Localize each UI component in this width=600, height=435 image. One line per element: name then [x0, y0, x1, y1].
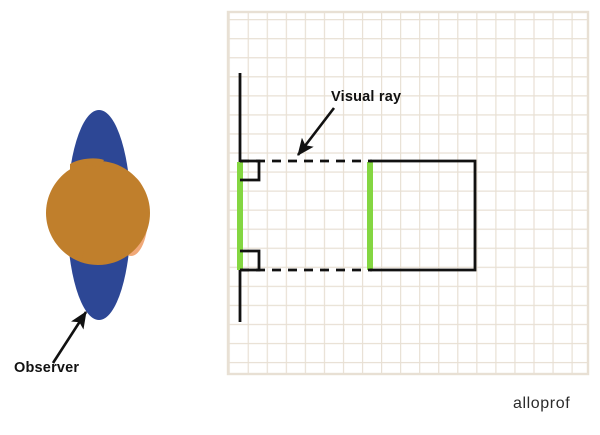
- observer-arrow: [51, 311, 88, 364]
- grid-paper: [226, 10, 590, 376]
- observer-figure: [46, 110, 150, 320]
- observer-hair: [46, 161, 150, 265]
- optics-diagram: [237, 73, 477, 322]
- observer-hair-wisp: [70, 158, 104, 170]
- aperture-notch-bottom: [240, 249, 261, 272]
- observer-chin-shadow: [82, 250, 118, 264]
- alloprof-logo: alloprof: [513, 395, 571, 412]
- visual-ray-label: Visual ray: [331, 89, 402, 105]
- object-rectangle: [370, 159, 477, 272]
- visual-ray-arrow: [296, 107, 336, 156]
- observer-label: Observer: [14, 360, 80, 376]
- aperture-notch-top: [240, 159, 261, 182]
